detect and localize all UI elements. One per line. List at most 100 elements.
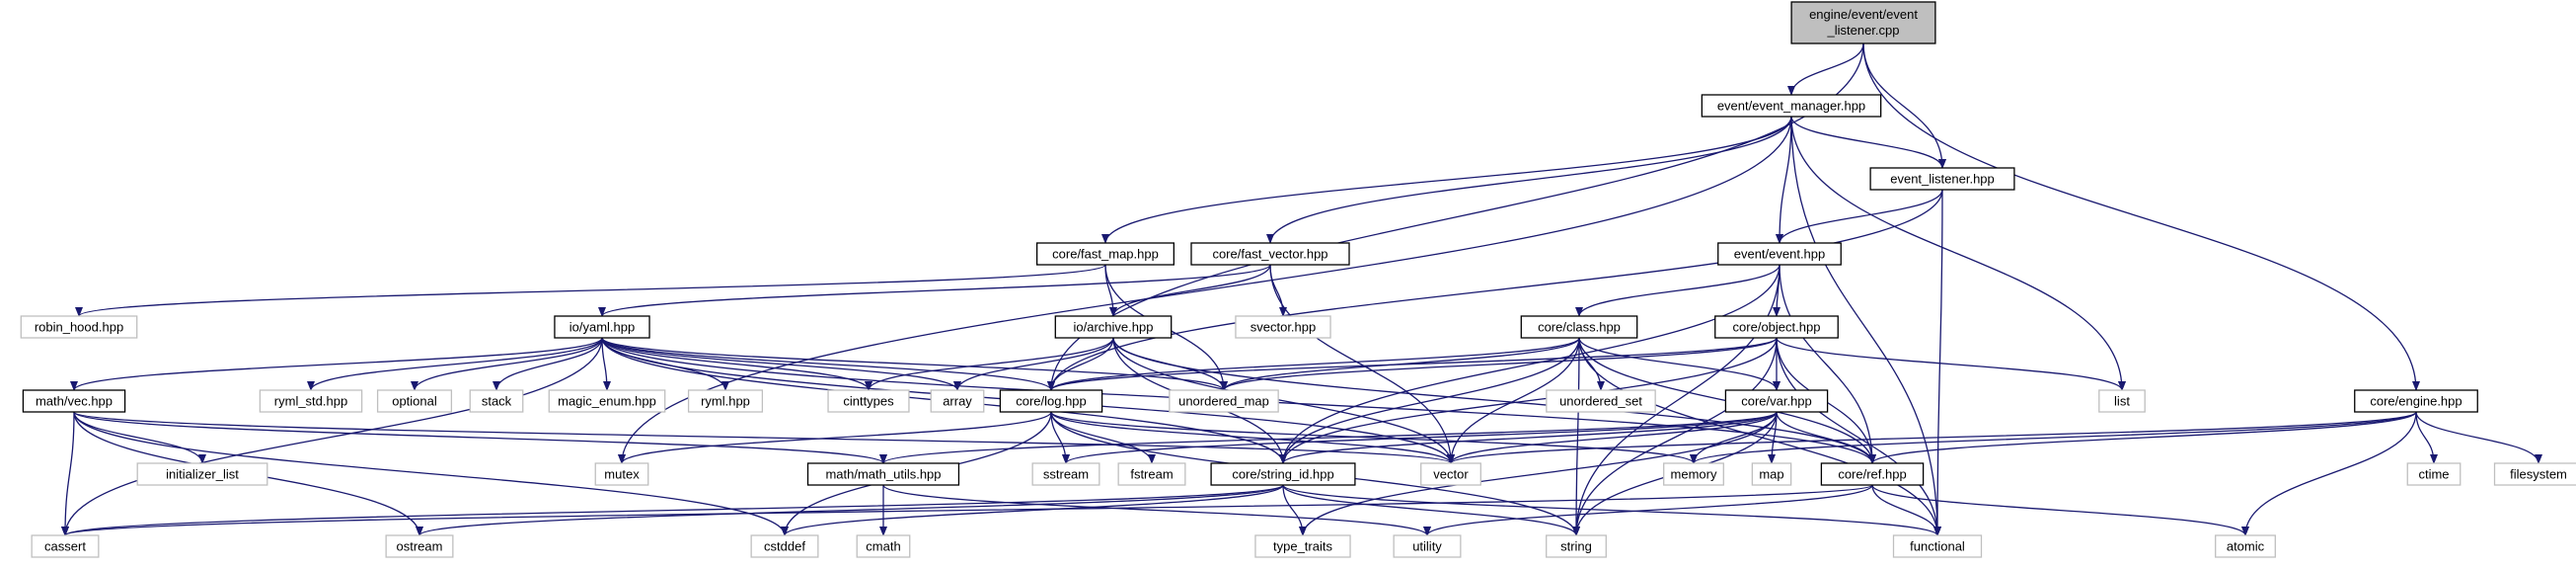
node-var-label: core/var.hpp bbox=[1741, 394, 1812, 409]
node-map: map bbox=[1751, 462, 1792, 486]
node-memory-box bbox=[1663, 462, 1724, 486]
edge-archive-to-cinttypes bbox=[865, 337, 1114, 391]
node-log[interactable]: core/log.hpp bbox=[999, 389, 1103, 413]
edge-event_hpp-to-string_id bbox=[1279, 264, 1780, 464]
node-utility: utility bbox=[1393, 534, 1462, 558]
edge-var-to-string_id bbox=[1279, 411, 1778, 464]
node-yaml[interactable]: io/yaml.hpp bbox=[554, 315, 650, 339]
node-class[interactable]: core/class.hpp bbox=[1520, 315, 1638, 339]
node-event_manager[interactable]: event/event_manager.hpp bbox=[1701, 94, 1882, 118]
node-stack-box bbox=[469, 389, 524, 413]
edge-var-to-type_traits bbox=[1299, 411, 1778, 536]
node-ryml-label: ryml.hpp bbox=[701, 394, 750, 409]
node-archive-box bbox=[1054, 315, 1173, 339]
node-robin_hood-label: robin_hood.hpp bbox=[35, 320, 123, 335]
node-type_traits-label: type_traits bbox=[1273, 539, 1332, 554]
node-utility-box bbox=[1393, 534, 1462, 558]
node-root-label-line-0: engine/event/event bbox=[1809, 7, 1918, 22]
node-initializer_list-box bbox=[136, 462, 268, 486]
edge-ref-to-utility bbox=[1423, 484, 1873, 536]
node-atomic: atomic bbox=[2215, 534, 2276, 558]
node-object-label: core/object.hpp bbox=[1733, 320, 1821, 335]
node-array-label: array bbox=[943, 394, 972, 409]
edge-vec-to-initializer_list bbox=[73, 411, 206, 464]
edge-string_id-to-type_traits bbox=[1282, 484, 1307, 536]
edge-yaml-to-optional bbox=[411, 337, 603, 391]
edge-event_listener-to-event_hpp bbox=[1776, 189, 1943, 244]
node-fast_map[interactable]: core/fast_map.hpp bbox=[1036, 242, 1175, 266]
nodes-layer: engine/event/event_listener.cpp event/eve… bbox=[20, 1, 2576, 558]
node-vec[interactable]: math/vec.hpp bbox=[22, 389, 126, 413]
edge-var-to-ref bbox=[1776, 411, 1876, 464]
node-fast_map-box bbox=[1036, 242, 1175, 266]
edge-engine-to-ctime bbox=[2415, 411, 2438, 464]
edge-string_id-to-cassert bbox=[61, 484, 1284, 536]
node-stack: stack bbox=[469, 389, 524, 413]
node-fast_vector-box bbox=[1190, 242, 1350, 266]
node-initializer_list-label: initializer_list bbox=[166, 467, 239, 482]
node-list-label: list bbox=[2114, 394, 2130, 409]
edge-engine-to-filesystem bbox=[2415, 411, 2542, 464]
edge-math_utils-to-utility bbox=[882, 484, 1431, 536]
edge-yaml-to-cinttypes bbox=[601, 337, 872, 391]
edge-ref-to-cassert bbox=[61, 484, 1873, 536]
node-engine-label: core/engine.hpp bbox=[2370, 394, 2462, 409]
edge-event_listener-to-log bbox=[1047, 189, 1943, 391]
node-cassert-box bbox=[31, 534, 100, 558]
node-array: array bbox=[930, 389, 985, 413]
node-memory-label: memory bbox=[1671, 467, 1717, 482]
node-filesystem: filesystem bbox=[2493, 462, 2576, 486]
node-utility-label: utility bbox=[1412, 539, 1442, 554]
edge-engine-to-vector bbox=[1447, 411, 2417, 464]
node-functional-label: functional bbox=[1910, 539, 1965, 554]
edge-var-to-vector bbox=[1447, 411, 1778, 464]
node-magic_enum-label: magic_enum.hpp bbox=[558, 394, 656, 409]
node-memory: memory bbox=[1663, 462, 1724, 486]
node-class-label: core/class.hpp bbox=[1538, 320, 1621, 335]
edge-event_hpp-to-ref bbox=[1779, 264, 1876, 464]
node-fast_vector[interactable]: core/fast_vector.hpp bbox=[1190, 242, 1350, 266]
edge-vec-to-cstddef bbox=[73, 411, 789, 536]
node-event_manager-box bbox=[1701, 94, 1882, 118]
node-fast_map-label: core/fast_map.hpp bbox=[1052, 247, 1159, 262]
node-sstream-box bbox=[1031, 462, 1100, 486]
node-string_id[interactable]: core/string_id.hpp bbox=[1210, 462, 1356, 486]
edge-vec-to-cassert bbox=[61, 411, 75, 536]
node-engine[interactable]: core/engine.hpp bbox=[2354, 389, 2478, 413]
node-event_listener-label: event_listener.hpp bbox=[1890, 172, 1995, 187]
edge-root-to-engine bbox=[1862, 42, 2420, 391]
node-math_utils-box bbox=[806, 462, 960, 486]
node-math_utils[interactable]: math/math_utils.hpp bbox=[806, 462, 960, 486]
node-initializer_list: initializer_list bbox=[136, 462, 268, 486]
node-object[interactable]: core/object.hpp bbox=[1714, 315, 1839, 339]
node-mutex-label: mutex bbox=[604, 467, 640, 482]
node-var[interactable]: core/var.hpp bbox=[1724, 389, 1829, 413]
node-fast_vector-label: core/fast_vector.hpp bbox=[1212, 247, 1327, 262]
edge-event_manager-to-fast_map bbox=[1101, 116, 1792, 244]
node-event_hpp[interactable]: event/event.hpp bbox=[1717, 242, 1842, 266]
node-archive[interactable]: io/archive.hpp bbox=[1054, 315, 1173, 339]
edge-fast_vector-to-archive bbox=[1109, 264, 1271, 317]
node-string_id-box bbox=[1210, 462, 1356, 486]
edge-object-to-functional bbox=[1776, 337, 1941, 536]
edge-archive-to-vector bbox=[1112, 337, 1455, 464]
node-event_listener[interactable]: event_listener.hpp bbox=[1869, 167, 2015, 191]
node-ref-label: core/ref.hpp bbox=[1838, 467, 1906, 482]
node-cstddef: cstddef bbox=[750, 534, 819, 558]
node-stack-label: stack bbox=[482, 394, 512, 409]
node-vector-label: vector bbox=[1433, 467, 1469, 482]
node-fstream-label: fstream bbox=[1130, 467, 1173, 482]
node-event_hpp-box bbox=[1717, 242, 1842, 266]
node-ryml_std-box bbox=[259, 389, 363, 413]
node-ref[interactable]: core/ref.hpp bbox=[1820, 462, 1925, 486]
edge-object-to-log bbox=[1047, 337, 1778, 391]
node-array-box bbox=[930, 389, 985, 413]
edge-string_id-to-cstddef bbox=[781, 484, 1284, 536]
node-unordered_set-label: unordered_set bbox=[1559, 394, 1642, 409]
node-optional-label: optional bbox=[392, 394, 437, 409]
edge-object-to-list bbox=[1776, 337, 2126, 391]
node-root[interactable]: engine/event/event_listener.cpp bbox=[1790, 1, 1936, 44]
edge-event_hpp-to-string bbox=[1572, 264, 1780, 536]
edge-class-to-functional bbox=[1578, 337, 1941, 536]
node-unordered_set-box bbox=[1546, 389, 1656, 413]
